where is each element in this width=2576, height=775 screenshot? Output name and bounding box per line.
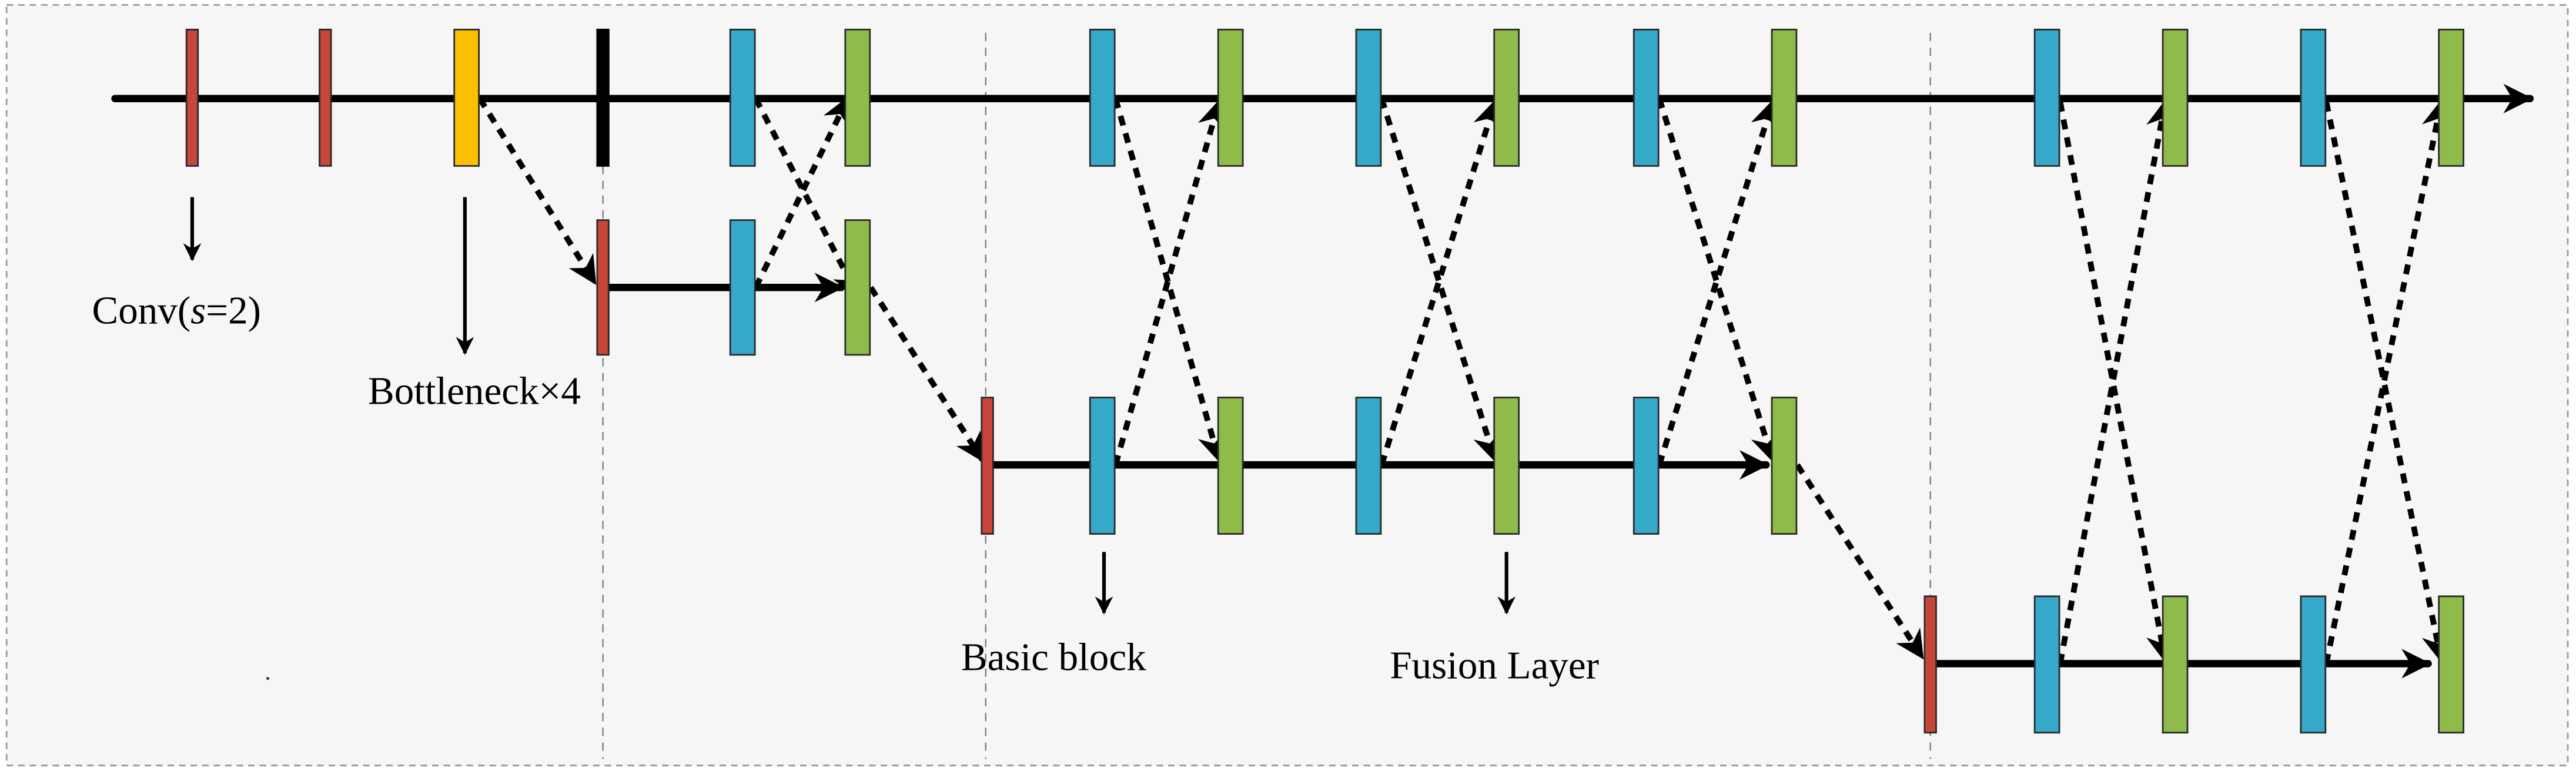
- basic-block-block: [1089, 397, 1116, 535]
- fusion-block: [2162, 28, 2189, 167]
- basic-block-block: [1355, 397, 1382, 535]
- conv-block: [1923, 595, 1937, 734]
- fusion-block: [1493, 397, 1520, 535]
- basic-block-block: [1089, 28, 1116, 167]
- conv-block: [596, 219, 610, 356]
- blocks: [185, 28, 2464, 734]
- fusion-layer-label: Fusion Layer: [1390, 643, 1599, 687]
- fusion-block: [1493, 28, 1520, 167]
- basic-block-block: [2033, 28, 2060, 167]
- conv-block: [319, 28, 332, 167]
- transition-block: [596, 28, 610, 167]
- fusion-connection-arrow: [868, 286, 985, 462]
- fusion-block: [2438, 28, 2464, 167]
- fusion-connection-arrow: [1656, 99, 1779, 466]
- basic-block-block: [729, 28, 756, 167]
- conv-label: Conv(s=2): [92, 288, 261, 333]
- fusion-connection-arrow: [1112, 99, 1226, 466]
- fusion-connection-arrow: [1112, 98, 1226, 463]
- fusion-connection-arrow: [1795, 463, 1925, 660]
- basic-block-block: [729, 219, 756, 356]
- fusion-block: [1771, 28, 1798, 167]
- stray-dot: [266, 677, 270, 680]
- label-arrows: [183, 197, 1516, 615]
- stage-dividers: [602, 32, 1931, 759]
- fusion-connections: [477, 96, 2450, 665]
- fusion-block: [844, 28, 871, 167]
- fusion-connection-arrow: [2323, 99, 2450, 665]
- fusion-connection-arrow: [2057, 101, 2175, 663]
- fusion-block: [2438, 595, 2464, 734]
- basic-block-block: [2300, 28, 2327, 167]
- fusion-block: [1217, 28, 1244, 167]
- fusion-connection-arrow: [1656, 98, 1779, 463]
- fusion-connection-arrow: [2323, 101, 2450, 663]
- diagram-background: [5, 4, 2569, 767]
- conv-block: [185, 28, 199, 167]
- fusion-connection-arrow: [1379, 99, 1501, 466]
- basic-block-label: Basic block: [961, 635, 1146, 679]
- fusion-connection-arrow: [2057, 99, 2175, 665]
- basic-block-block: [1632, 397, 1660, 535]
- fusion-block: [1217, 397, 1244, 535]
- fusion-connection-arrow: [1379, 98, 1501, 463]
- fusion-block: [2162, 595, 2189, 734]
- fusion-connection-arrow: [477, 97, 597, 286]
- basic-block-block: [2300, 595, 2327, 734]
- bottleneck-label: Bottleneck×4: [368, 369, 581, 413]
- bottleneck-block: [453, 28, 480, 167]
- basic-block-block: [1355, 28, 1382, 167]
- basic-block-block: [1632, 28, 1660, 167]
- basic-block-block: [2033, 595, 2060, 734]
- fusion-block: [844, 219, 871, 356]
- fusion-connection-arrow: [753, 97, 861, 298]
- fusion-block: [1771, 397, 1798, 535]
- conv-block: [981, 397, 994, 535]
